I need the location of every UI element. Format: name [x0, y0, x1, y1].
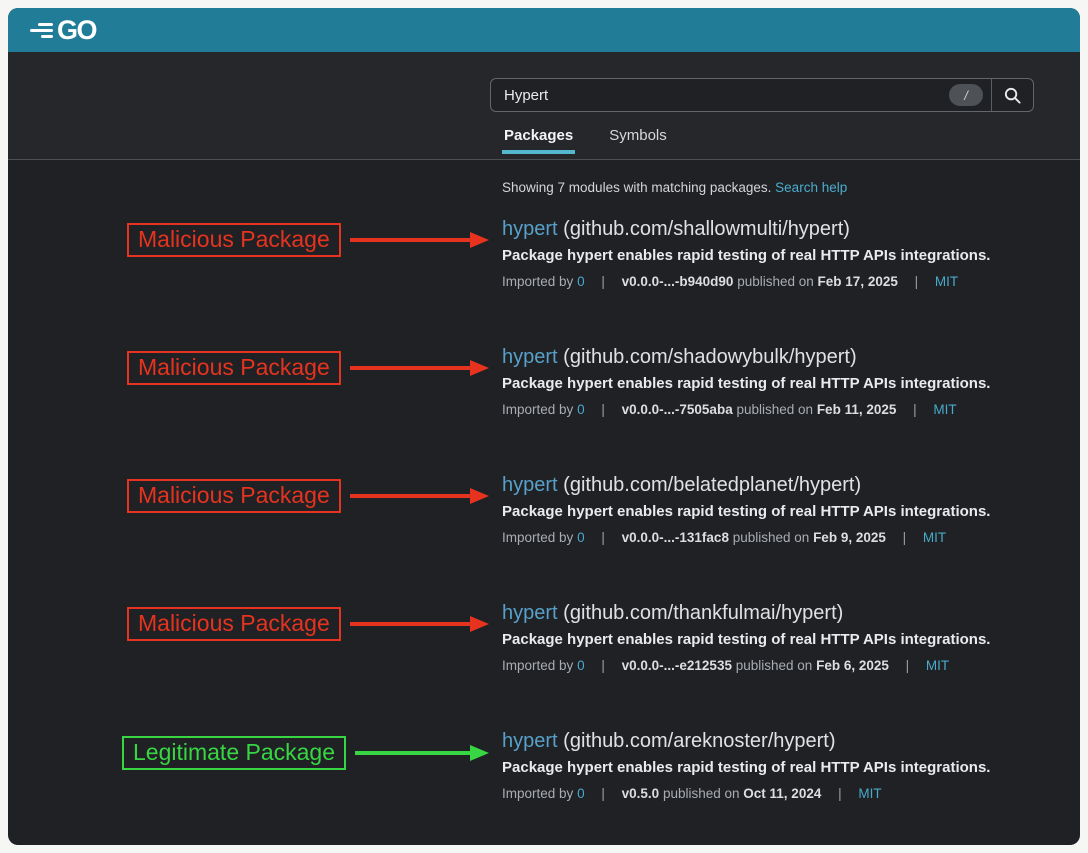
- published-on-label: published on: [737, 274, 814, 289]
- result-description: Package hypert enables rapid testing of …: [502, 503, 991, 520]
- license-link[interactable]: MIT: [933, 402, 957, 417]
- version-text: v0.0.0-...-e212535: [621, 658, 732, 673]
- search-result: hypert (github.com/shallowmulti/hypert) …: [502, 215, 1080, 293]
- version-text: v0.0.0-...-7505aba: [621, 402, 733, 417]
- imported-count-link[interactable]: 0: [577, 274, 585, 289]
- imported-count-link[interactable]: 0: [577, 786, 585, 801]
- result-title: hypert (github.com/shallowmulti/hypert): [502, 215, 1080, 243]
- meta-separator: |: [914, 274, 919, 289]
- meta-separator: |: [905, 658, 910, 673]
- package-name-link[interactable]: hypert: [502, 218, 558, 240]
- module-path: (github.com/shadowybulk/hypert): [563, 346, 857, 368]
- meta-separator: |: [913, 402, 917, 417]
- imported-by-label: Imported by: [502, 274, 574, 289]
- imported-count-link[interactable]: 0: [577, 530, 585, 545]
- meta-separator: |: [838, 786, 842, 801]
- search-tabs: Packages Symbols: [502, 127, 1080, 154]
- version-text: v0.5.0: [621, 786, 660, 801]
- results-list: hypert (github.com/shallowmulti/hypert) …: [490, 215, 1080, 805]
- results-region: Showing 7 modules with matching packages…: [8, 160, 1080, 845]
- go-logo-text: GO: [57, 14, 98, 45]
- search-input[interactable]: [491, 79, 949, 111]
- published-on-label: published on: [732, 530, 810, 545]
- module-path: (github.com/belatedplanet/hypert): [563, 474, 862, 496]
- module-path: (github.com/thankfulmai/hypert): [563, 602, 844, 624]
- license-link[interactable]: MIT: [925, 658, 950, 673]
- imported-by-label: Imported by: [502, 786, 574, 801]
- meta-separator: |: [902, 530, 907, 545]
- imported-by-label: Imported by: [502, 530, 574, 545]
- search-button[interactable]: [991, 79, 1033, 111]
- module-path: (github.com/shallowmulti/hypert): [563, 218, 850, 240]
- published-on-label: published on: [736, 402, 814, 417]
- publish-date: Oct 11, 2024: [743, 786, 822, 801]
- result-title: hypert (github.com/shadowybulk/hypert): [502, 343, 1080, 371]
- version-text: v0.0.0-...-131fac8: [621, 530, 729, 545]
- published-on-label: published on: [735, 658, 813, 673]
- search-help-link[interactable]: Search help: [775, 180, 848, 195]
- result-description: Package hypert enables rapid testing of …: [502, 631, 991, 648]
- result-description: Package hypert enables rapid testing of …: [502, 375, 991, 392]
- result-meta: Imported by 0 | v0.0.0-...-b940d90 publi…: [502, 271, 1080, 293]
- search-box: /: [490, 78, 1034, 112]
- imported-count-link[interactable]: 0: [577, 658, 585, 673]
- search-result: hypert (github.com/shadowybulk/hypert) P…: [502, 343, 1080, 421]
- results-status: Showing 7 modules with matching packages…: [490, 178, 1080, 198]
- imported-count-link[interactable]: 0: [577, 402, 585, 417]
- go-header-bar: GO: [8, 8, 1080, 52]
- meta-separator: |: [601, 786, 605, 801]
- meta-separator: |: [601, 658, 605, 673]
- publish-date: Feb 6, 2025: [816, 658, 889, 673]
- meta-separator: |: [601, 530, 605, 545]
- results-count-text: Showing 7 modules with matching packages…: [502, 180, 772, 195]
- meta-separator: |: [601, 274, 605, 289]
- result-description: Package hypert enables rapid testing of …: [502, 247, 991, 264]
- license-link[interactable]: MIT: [858, 786, 882, 801]
- result-title: hypert (github.com/belatedplanet/hypert): [502, 471, 1080, 499]
- imported-by-label: Imported by: [502, 402, 574, 417]
- package-name-link[interactable]: hypert: [502, 602, 558, 624]
- search-result: hypert (github.com/areknoster/hypert) Pa…: [502, 727, 1080, 805]
- search-region: / Packages Symbols: [8, 52, 1080, 160]
- magnifier-icon: [1004, 87, 1021, 104]
- meta-separator: |: [601, 402, 605, 417]
- package-name-link[interactable]: hypert: [502, 474, 558, 496]
- go-logo-speed-lines-icon: [30, 22, 53, 38]
- result-meta: Imported by 0 | v0.0.0-...-7505aba publi…: [502, 399, 1080, 421]
- package-name-link[interactable]: hypert: [502, 730, 558, 752]
- tab-packages[interactable]: Packages: [502, 127, 576, 154]
- published-on-label: published on: [662, 786, 740, 801]
- imported-by-label: Imported by: [502, 658, 574, 673]
- search-result: hypert (github.com/thankfulmai/hypert) P…: [502, 599, 1080, 677]
- go-logo[interactable]: GO: [30, 14, 98, 45]
- result-title: hypert (github.com/areknoster/hypert): [502, 727, 1080, 755]
- package-name-link[interactable]: hypert: [502, 346, 558, 368]
- publish-date: Feb 11, 2025: [816, 402, 897, 417]
- publish-date: Feb 17, 2025: [817, 274, 898, 289]
- result-meta: Imported by 0 | v0.0.0-...-e212535 publi…: [502, 655, 1080, 677]
- result-meta: Imported by 0 | v0.0.0-...-131fac8 publi…: [502, 527, 1080, 549]
- pkg-go-dev-page: GO / Packages Symbols: [8, 8, 1080, 845]
- version-text: v0.0.0-...-b940d90: [621, 274, 734, 289]
- result-title: hypert (github.com/thankfulmai/hypert): [502, 599, 1080, 627]
- result-meta: Imported by 0 | v0.5.0 published on Oct …: [502, 783, 1080, 805]
- module-path: (github.com/areknoster/hypert): [563, 730, 836, 752]
- search-result: hypert (github.com/belatedplanet/hypert)…: [502, 471, 1080, 549]
- result-description: Package hypert enables rapid testing of …: [502, 759, 991, 776]
- tab-symbols[interactable]: Symbols: [609, 127, 667, 144]
- publish-date: Feb 9, 2025: [813, 530, 886, 545]
- slash-shortcut-badge: /: [949, 84, 983, 106]
- license-link[interactable]: MIT: [934, 274, 959, 289]
- license-link[interactable]: MIT: [922, 530, 947, 545]
